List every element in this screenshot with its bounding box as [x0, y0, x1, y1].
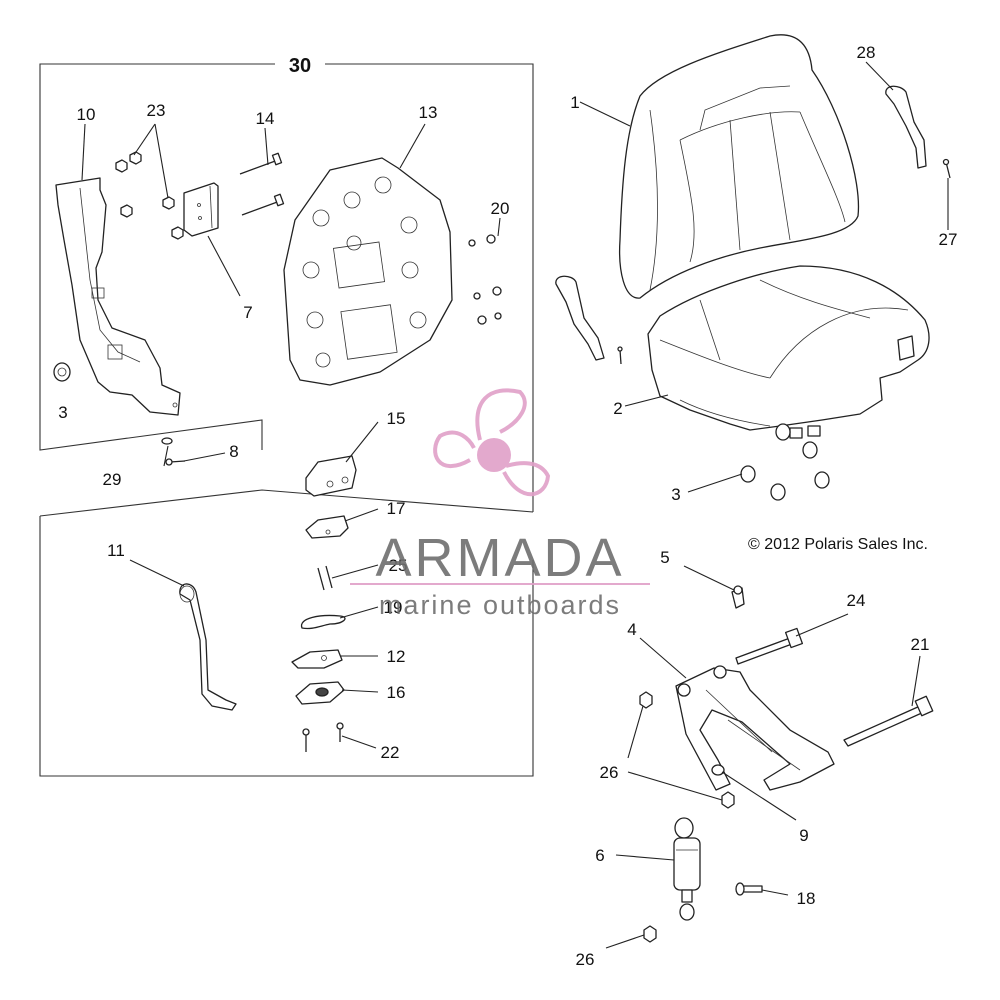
part-10-bracket [55, 177, 181, 416]
callout-17: 17 [387, 499, 406, 518]
part-2-seat-cushion [647, 265, 930, 439]
part-12-gasket [291, 649, 343, 669]
callout-1: 1 [570, 93, 579, 112]
callout-19: 19 [384, 598, 403, 617]
callout-15: 15 [387, 409, 406, 428]
part-11-stalk [179, 583, 237, 711]
seat-side-hook-left [555, 275, 623, 365]
part-9-washer [711, 764, 725, 776]
assembly-30-label: 30 [289, 55, 311, 77]
callout-12: 12 [387, 647, 406, 666]
callout-6: 6 [595, 846, 604, 865]
part-23-nuts [115, 151, 184, 240]
part-22-screws [302, 722, 344, 752]
propeller-logo-icon [433, 388, 551, 497]
part-16-base [295, 681, 345, 705]
copyright-notice: © 2012 Polaris Sales Inc. [748, 536, 928, 553]
part-14-bolts [239, 152, 285, 216]
watermark: ARMADA marine outboards [350, 388, 650, 620]
part-1-seat-back [618, 34, 860, 299]
callout-16: 16 [387, 683, 406, 702]
callout-3-left: 3 [58, 403, 67, 422]
part-26-nut-upper [639, 691, 735, 809]
callout-9: 9 [799, 826, 808, 845]
part-3-grommets-right [740, 423, 830, 501]
part-29-washer [161, 437, 173, 445]
watermark-brand: ARMADA [375, 528, 624, 588]
propeller-hub-icon [477, 438, 511, 472]
callout-4: 4 [627, 620, 636, 639]
callout-23: 23 [147, 101, 166, 120]
part-27-rivet [942, 158, 951, 179]
part-13-back-panel [283, 157, 453, 386]
callout-10: 10 [77, 105, 96, 124]
part-26-nut-lower [643, 925, 657, 943]
callout-26-lower: 26 [576, 950, 595, 969]
part-25-pins [317, 565, 333, 591]
part-21-pin [843, 695, 934, 747]
callout-22: 22 [381, 743, 400, 762]
callout-7: 7 [243, 303, 252, 322]
callout-2: 2 [613, 399, 622, 418]
assembly-30-frame: 30 [39, 55, 534, 777]
part-3-nut-left [53, 362, 71, 382]
callout-13: 13 [419, 103, 438, 122]
callout-5: 5 [660, 548, 669, 567]
part-24-pin [735, 627, 804, 665]
callout-8: 8 [229, 442, 238, 461]
part-19-clip [301, 614, 346, 630]
part-4-suspension-frame [675, 665, 835, 791]
part-8-screw [165, 458, 186, 466]
part-5-fitting [731, 585, 745, 609]
callout-29: 29 [103, 470, 122, 489]
callout-26-upper: 26 [600, 763, 619, 782]
callout-18: 18 [797, 889, 816, 908]
part-20-screws [468, 234, 502, 325]
callout-3-right: 3 [671, 485, 680, 504]
leader-lines [81, 61, 949, 949]
callout-24: 24 [847, 591, 866, 610]
callout-labels: 1 2 3 3 4 5 6 7 8 9 10 11 12 13 14 15 16… [58, 43, 957, 969]
part-17-buckle [305, 515, 349, 539]
callout-14: 14 [256, 109, 275, 128]
callout-25: 25 [389, 556, 408, 575]
callout-27: 27 [939, 230, 958, 249]
callout-20: 20 [491, 199, 510, 218]
callout-11: 11 [107, 541, 125, 560]
watermark-tagline: marine outboards [379, 590, 621, 620]
callout-28: 28 [857, 43, 876, 62]
part-18-bolt [735, 882, 763, 896]
part-15-cover [305, 455, 357, 497]
part-6-shock-absorber [673, 817, 701, 921]
part-28-hook [885, 85, 927, 169]
part-7-plate [183, 182, 219, 237]
callout-21: 21 [911, 635, 930, 654]
